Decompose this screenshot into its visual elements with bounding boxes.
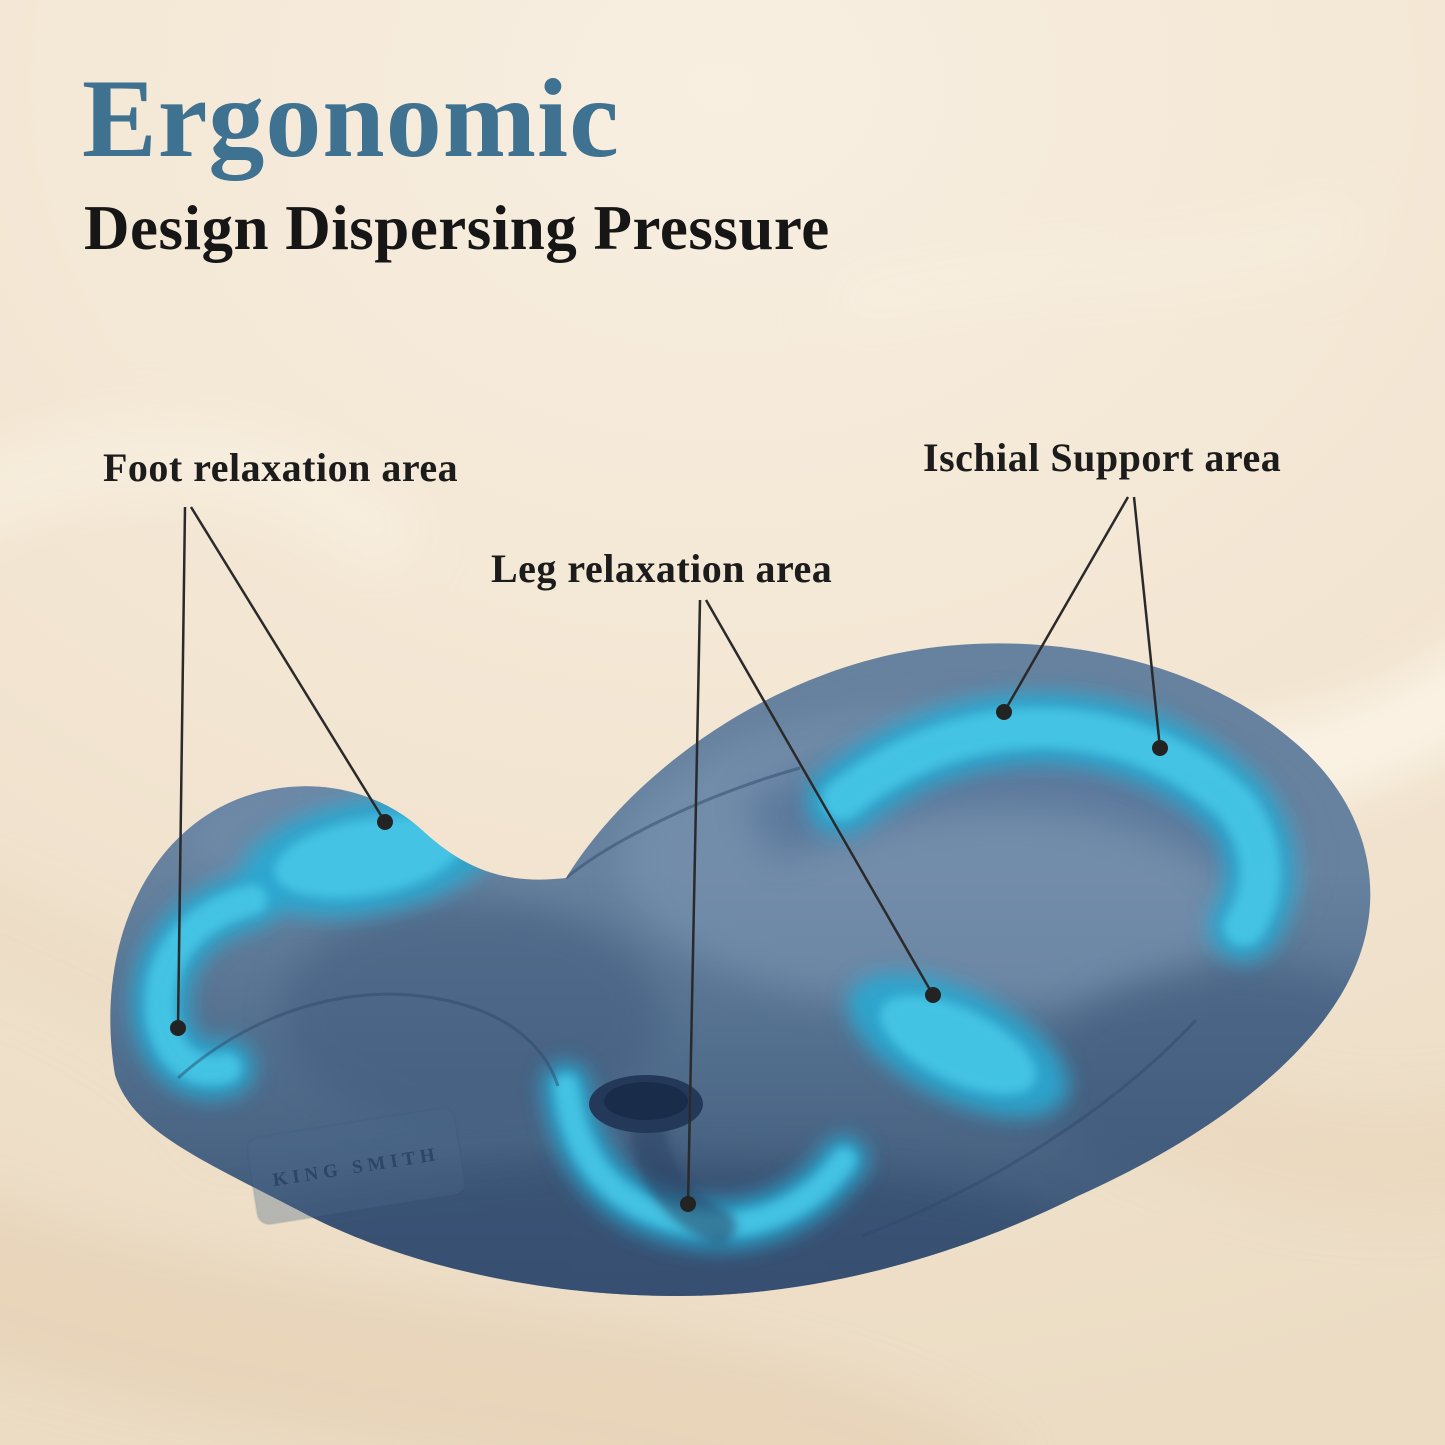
callout-label-foot: Foot relaxation area [103, 445, 459, 490]
callout-label-ischial: Ischial Support area [923, 435, 1282, 480]
leader-lines [176, 496, 1162, 1205]
page-title: Ergonomic [82, 57, 620, 181]
callout-label-leg: Leg relaxation area [491, 546, 833, 591]
callout-dots [170, 704, 1168, 1212]
page-subtitle: Design Dispersing Pressure [84, 193, 830, 263]
cushion-hole-inner [604, 1082, 688, 1120]
cushion-seams [176, 766, 1198, 1238]
brand-tag: KING SMITH [246, 1106, 466, 1226]
